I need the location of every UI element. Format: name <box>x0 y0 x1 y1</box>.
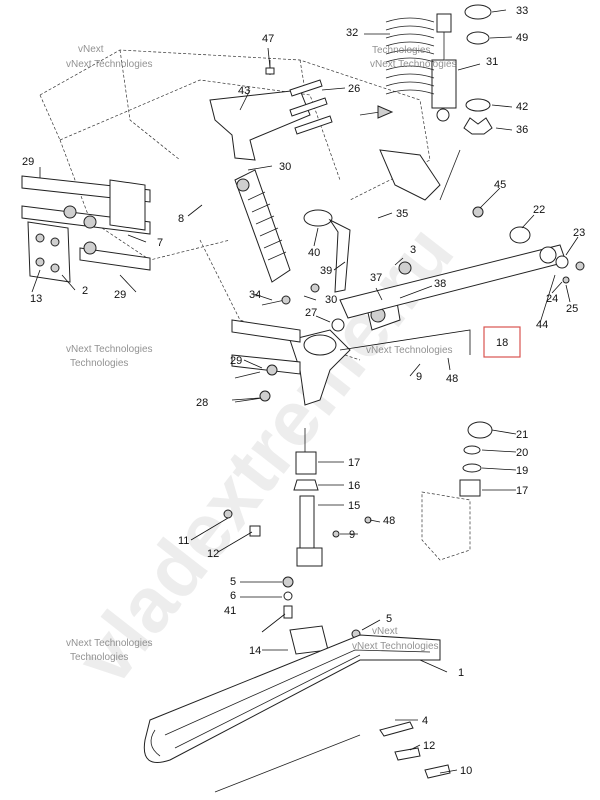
watermark-top-right-2: Technologies <box>372 45 430 56</box>
callout-2: 2 <box>82 285 88 297</box>
callout-29-low: 29 <box>230 355 242 367</box>
callout-8: 8 <box>178 213 184 225</box>
callout-15: 15 <box>348 500 360 512</box>
callout-42: 42 <box>516 101 528 113</box>
callout-13: 13 <box>30 293 42 305</box>
spring-assembly <box>359 4 493 135</box>
callout-1: 1 <box>458 667 464 679</box>
callout-numbers: 1 2 3 4 5 5 6 7 8 9 9 10 11 12 12 13 14 … <box>22 5 585 777</box>
watermark-low-left-2: Technologies <box>70 652 128 663</box>
callout-39: 39 <box>320 265 332 277</box>
callout-29-mid: 29 <box>114 289 126 301</box>
callout-25: 25 <box>566 303 578 315</box>
callout-31: 31 <box>486 56 498 68</box>
callout-41: 41 <box>224 605 236 617</box>
callout-24: 24 <box>546 293 558 305</box>
watermark-low-left-1: vNext Technologies <box>66 638 153 649</box>
callout-26: 26 <box>348 83 360 95</box>
frame-tubes <box>21 175 151 271</box>
callout-45: 45 <box>494 179 506 191</box>
callout-48-lower: 48 <box>383 515 395 527</box>
callout-21: 21 <box>516 429 528 441</box>
mounting-bracket <box>27 221 71 283</box>
callout-34: 34 <box>249 289 261 301</box>
callout-10: 10 <box>460 765 472 777</box>
upper-bracket <box>209 60 333 161</box>
shock-absorber-installed <box>234 169 291 283</box>
callout-47: 47 <box>262 33 274 45</box>
callout-27: 27 <box>305 307 317 319</box>
highlight-box-18 <box>483 326 521 358</box>
watermark-mid-left-2: Technologies <box>70 358 128 369</box>
callout-29-top: 29 <box>22 156 34 168</box>
watermark-low-right-1: vNext <box>372 626 398 637</box>
watermark-low-right-2: vNext Technologies <box>352 641 439 652</box>
callout-44: 44 <box>536 319 548 331</box>
tie-rod <box>339 206 585 319</box>
knuckle <box>231 283 351 406</box>
callout-9-lower: 9 <box>349 529 355 541</box>
callout-3: 3 <box>410 244 416 256</box>
watermark-top-right: vNext Technologies <box>370 59 457 70</box>
callout-9-upper: 9 <box>416 371 422 383</box>
callout-33: 33 <box>516 5 528 17</box>
callout-38: 38 <box>434 278 446 290</box>
callout-18: 18 <box>496 337 508 349</box>
watermark-mid-right: vNext Technologies <box>366 345 453 356</box>
callout-11: 11 <box>178 535 189 547</box>
callout-22: 22 <box>533 204 545 216</box>
callout-14: 14 <box>249 645 261 657</box>
callout-35: 35 <box>396 208 408 220</box>
watermarks: vNext Technologies vNext Technologies vN… <box>66 44 457 663</box>
leader-lines <box>31 9 579 774</box>
callout-32: 32 <box>346 27 358 39</box>
callout-5-nut: 5 <box>230 576 236 588</box>
callout-48-upper: 48 <box>446 373 458 385</box>
callout-17-right: 17 <box>516 485 528 497</box>
callout-37: 37 <box>370 272 382 284</box>
callout-6: 6 <box>230 590 236 602</box>
callout-28: 28 <box>196 397 208 409</box>
callout-30-upper: 30 <box>279 161 291 173</box>
callout-36: 36 <box>516 124 528 136</box>
callout-12-upper: 12 <box>207 548 219 560</box>
watermark-top-left-2: vNext <box>78 44 104 55</box>
callout-43: 43 <box>238 85 250 97</box>
callout-4: 4 <box>422 715 428 727</box>
callout-20: 20 <box>516 447 528 459</box>
ski <box>143 634 451 793</box>
callout-17-upper: 17 <box>348 457 360 469</box>
callout-16: 16 <box>348 480 360 492</box>
chassis-outline <box>39 49 431 361</box>
callout-40: 40 <box>308 247 320 259</box>
watermark-top-left: vNext Technologies <box>66 59 153 70</box>
callout-49: 49 <box>516 32 528 44</box>
callout-19: 19 <box>516 465 528 477</box>
callout-12-lower: 12 <box>423 740 435 752</box>
callout-23: 23 <box>573 227 585 239</box>
fasteners <box>223 509 372 655</box>
spindle <box>293 428 323 567</box>
watermark-mid-left-1: vNext Technologies <box>66 344 153 355</box>
callout-7: 7 <box>157 237 163 249</box>
callout-30-lower: 30 <box>325 294 337 306</box>
ski-leg-parts <box>421 421 493 561</box>
callout-5-ski: 5 <box>386 613 392 625</box>
